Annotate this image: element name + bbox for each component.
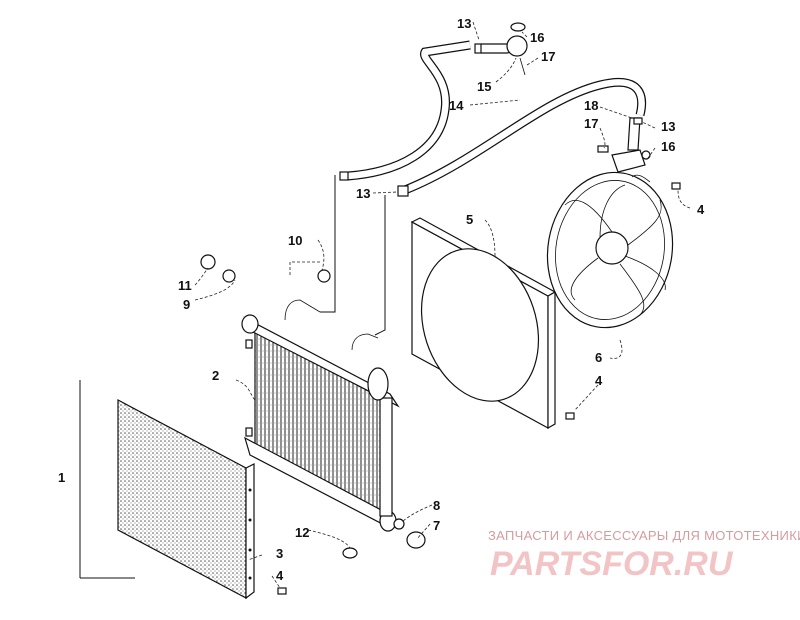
watermark-logo: PARTSFOR.RU [490, 545, 734, 583]
fan-shroud [410, 217, 557, 430]
watermark-tagline: ЗАПЧАСТИ И АКСЕССУАРЫ ДЛЯ МОТОТЕХНИКИ [488, 528, 800, 543]
callout-labels: 1 2 3 4 4 4 5 6 7 8 9 10 11 12 13 13 13 … [58, 16, 705, 583]
callout-4-shroud: 4 [595, 373, 603, 388]
callout-2: 2 [212, 368, 219, 383]
callout-1: 1 [58, 470, 65, 485]
callout-11: 11 [178, 278, 192, 293]
leader-lines [194, 21, 691, 589]
callout-17-top: 17 [541, 49, 555, 64]
callout-18: 18 [584, 98, 598, 113]
callout-6: 6 [595, 350, 602, 365]
callout-10: 10 [288, 233, 302, 248]
thermostat-housing-lower [597, 117, 651, 173]
coolant-hoses [320, 40, 647, 336]
callout-15: 15 [477, 79, 491, 94]
clamps-and-fasteners [200, 43, 681, 595]
radiator-screen [117, 399, 255, 600]
watermark: ЗАПЧАСТИ И АКСЕССУАРЫ ДЛЯ МОТОТЕХНИКИ PA… [488, 528, 800, 583]
thermostat-housing-top [477, 22, 528, 76]
callout-5: 5 [466, 212, 473, 227]
callout-4-fan: 4 [697, 202, 705, 217]
callout-16-right: 16 [661, 139, 675, 154]
callout-8: 8 [433, 498, 440, 513]
cooling-fan [546, 171, 674, 329]
callout-12: 12 [295, 525, 309, 540]
callout-14: 14 [449, 98, 464, 113]
callout-7: 7 [433, 518, 440, 533]
callout-4-bottom: 4 [276, 568, 284, 583]
callout-9: 9 [183, 297, 190, 312]
callout-17-right: 17 [584, 116, 598, 131]
callout-13-left: 13 [356, 186, 370, 201]
callout-13-right: 13 [661, 119, 675, 134]
callout-3: 3 [276, 546, 283, 561]
callout-16-top: 16 [530, 30, 544, 45]
assembly-bracket [79, 380, 135, 579]
radiator-core [241, 299, 400, 532]
callout-13-top: 13 [457, 16, 471, 31]
